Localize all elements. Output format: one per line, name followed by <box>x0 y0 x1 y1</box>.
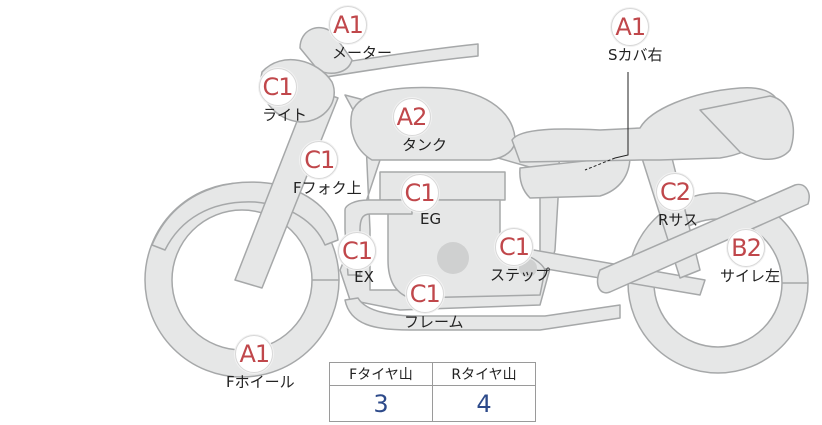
grade-badge: B2 <box>727 229 765 267</box>
frame-lower-shape <box>344 297 621 331</box>
step-peg <box>519 259 537 277</box>
part-exhaust: C1 EX <box>338 232 376 286</box>
part-label: ライト <box>262 106 308 124</box>
rear-tire-value: 4 <box>432 385 536 422</box>
front-tire-header: Fタイヤ山 <box>329 362 433 386</box>
part-step: C1 ステップ <box>478 228 550 285</box>
front-fork-shape <box>234 87 339 289</box>
grade-badge: C1 <box>258 68 297 106</box>
part-label: フレーム <box>404 313 464 331</box>
grade-badge: A1 <box>235 335 274 373</box>
tail-shape <box>699 95 795 160</box>
part-label: Rサス <box>658 211 699 229</box>
part-tank: A2 タンク <box>376 98 447 155</box>
part-label: Fホイール <box>226 373 295 391</box>
tire-table-value-row: 3 4 <box>329 385 536 422</box>
grade-badge: C1 <box>495 228 533 266</box>
grade-badge: C1 <box>405 275 444 313</box>
part-label: Fフォク上 <box>293 179 362 197</box>
part-label: タンク <box>402 136 448 154</box>
s-cover-leader-line <box>614 72 629 159</box>
part-light: C1 ライト <box>248 68 307 125</box>
grade-badge: C1 <box>300 141 339 179</box>
part-label: サイレ左 <box>720 267 781 285</box>
engine-case-cover <box>437 242 469 274</box>
side-cover-shape <box>519 155 631 199</box>
part-label: メーター <box>332 44 393 62</box>
part-label: EG <box>420 210 442 228</box>
grade-badge: A1 <box>611 8 650 46</box>
part-label: EX <box>354 268 374 286</box>
part-s-cover-right: A1 Sカバ右 <box>598 8 663 65</box>
handlebar-shape <box>317 43 479 79</box>
part-muffler-left: B2 サイレ左 <box>712 229 780 286</box>
part-meter: A1 メーター <box>304 6 392 63</box>
part-f-fork-upper: C1 Fフォク上 <box>277 141 362 198</box>
grade-badge: C2 <box>656 173 695 211</box>
rear-tire-header: Rタイヤ山 <box>432 362 536 386</box>
s-cover-leader-dash <box>584 157 616 171</box>
tire-tread-table: Fタイヤ山 Rタイヤ山 3 4 <box>329 362 536 422</box>
tank-shape <box>350 86 516 161</box>
grade-badge: A1 <box>329 6 367 44</box>
part-label: ステップ <box>490 266 551 284</box>
part-r-suspension: C2 Rサス <box>652 173 698 230</box>
part-label: Sカバ右 <box>608 46 663 64</box>
front-tire-value: 3 <box>329 385 433 422</box>
part-engine: C1 EG <box>398 174 441 228</box>
meter-shape <box>299 27 353 74</box>
grade-badge: C1 <box>338 232 376 270</box>
grade-badge: A2 <box>392 98 431 136</box>
muffler-shape <box>596 183 810 294</box>
tire-table-header-row: Fタイヤ山 Rタイヤ山 <box>329 362 536 386</box>
part-f-wheel: A1 Fホイール <box>214 335 295 392</box>
grade-badge: C1 <box>400 174 439 212</box>
part-frame: C1 フレーム <box>386 275 464 332</box>
